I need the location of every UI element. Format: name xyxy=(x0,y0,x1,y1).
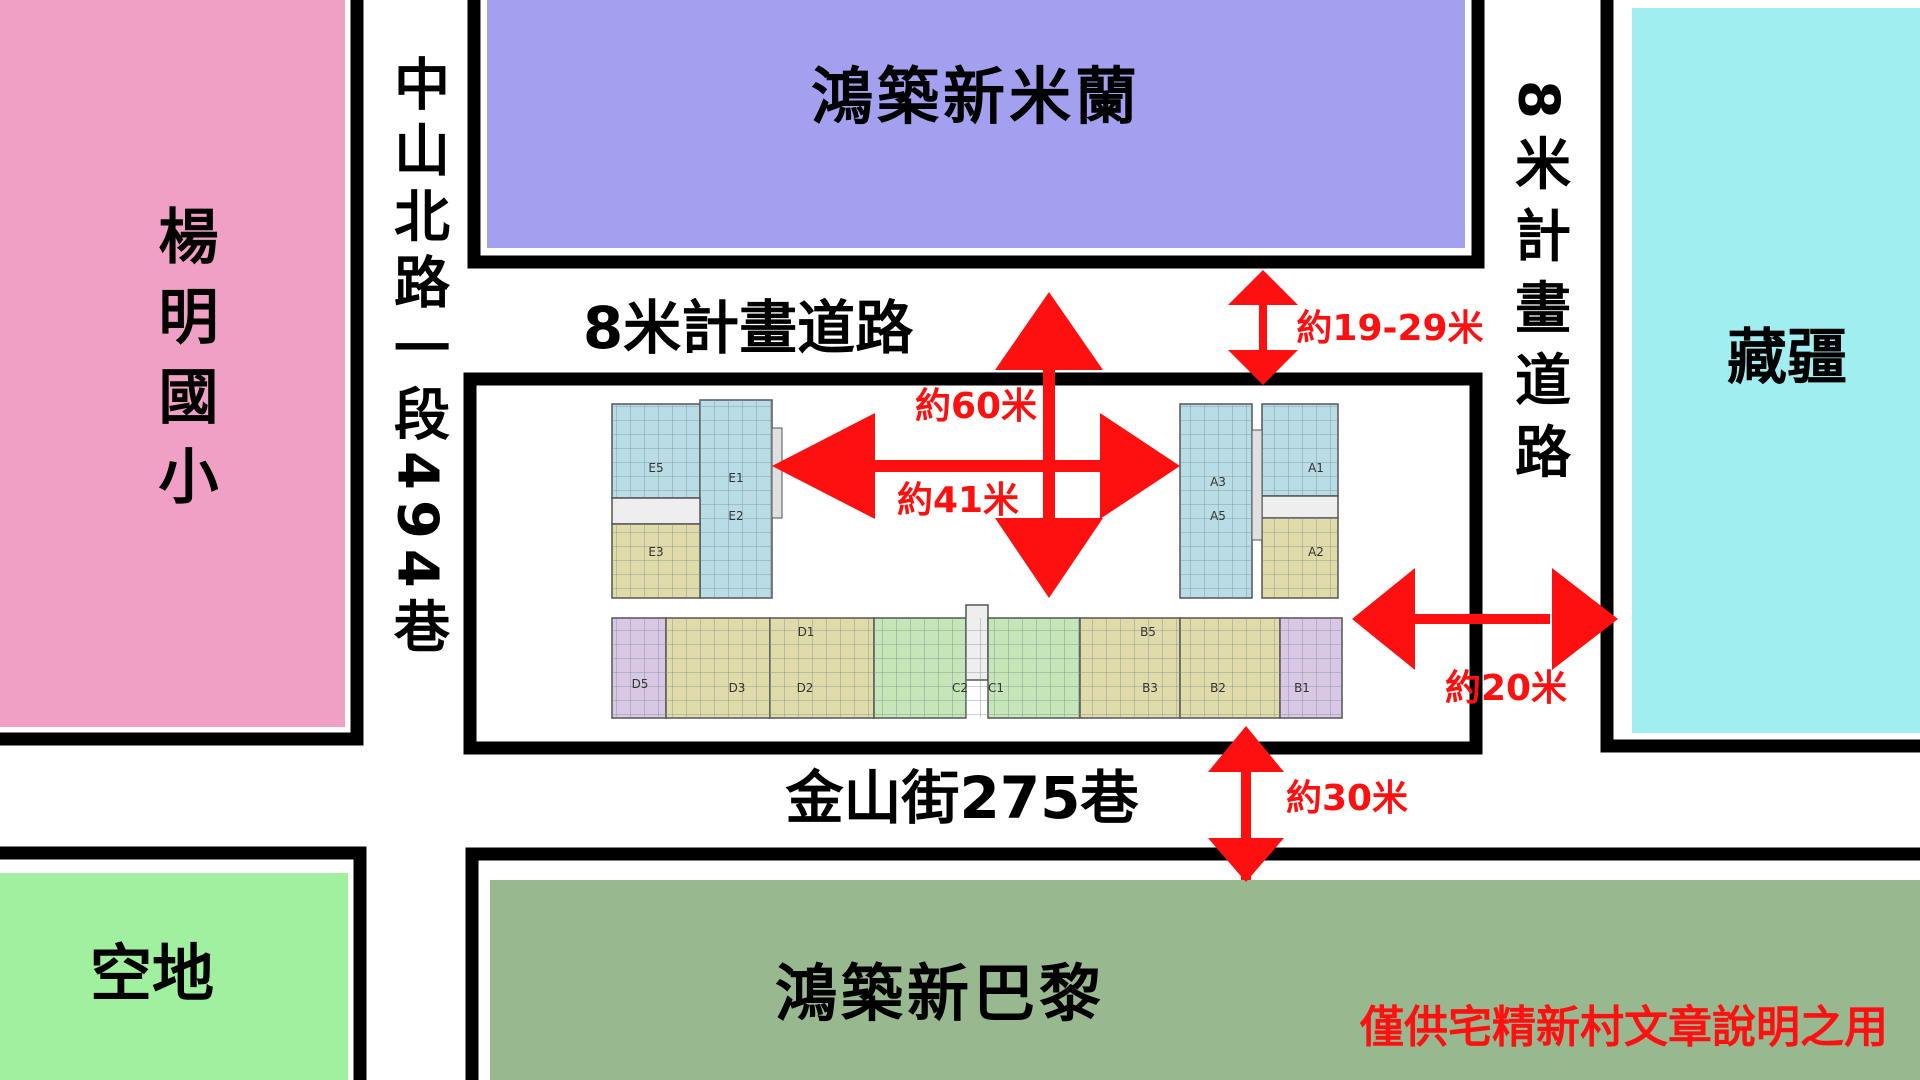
floor-plan: E5 E1 E2 E3 A3 A1 A5 A2 xyxy=(611,399,1343,719)
north-development-label: 鴻築新米蘭 xyxy=(811,60,1141,133)
unit-label: D1 xyxy=(798,625,815,639)
block-school: 楊明國小 xyxy=(0,0,345,727)
unit-label: B3 xyxy=(1142,681,1158,695)
school-area xyxy=(0,0,345,727)
unit-label: C2 xyxy=(952,681,968,695)
curb-west-top xyxy=(0,0,364,746)
horizontal-span-label: 約41米 xyxy=(897,480,1019,521)
unit-label: E1 xyxy=(728,471,743,485)
unit-label: A5 xyxy=(1210,509,1226,523)
unit-label: B1 xyxy=(1294,681,1310,695)
north-road-label: 8米計畫道路 xyxy=(583,294,914,362)
curb-site xyxy=(463,372,1483,755)
block-vacant-lot: 空地 xyxy=(0,873,348,1080)
unit-label: A1 xyxy=(1308,461,1324,475)
east-block-label: 藏疆 xyxy=(1727,323,1847,393)
vacant-lot-area xyxy=(0,873,348,1080)
unit-label: D2 xyxy=(797,681,814,695)
west-tower: E5 E1 E2 E3 xyxy=(611,399,783,599)
unit-label: A2 xyxy=(1308,545,1324,559)
east-block-area xyxy=(1632,8,1920,733)
unit-label: D3 xyxy=(729,681,746,695)
south-development-area xyxy=(490,880,1920,1080)
disclaimer: 僅供宅精新村文章說明之用 xyxy=(1359,1002,1888,1053)
south-road-label: 金山街275巷 xyxy=(785,764,1139,832)
unit-label: E3 xyxy=(648,545,663,559)
arrow-horizontal-span xyxy=(772,413,1180,519)
unit-label: C1 xyxy=(988,681,1004,695)
north-development-area xyxy=(487,0,1465,248)
east-tower: A3 A1 A5 A2 xyxy=(1179,403,1339,599)
unit-label: B2 xyxy=(1210,681,1226,695)
school-label: 楊明國小 xyxy=(148,205,218,525)
block-east: 藏疆 xyxy=(1632,8,1920,733)
arrow-south-gap xyxy=(1208,726,1284,882)
unit-label: D5 xyxy=(632,677,649,691)
east-road-label: 8米計畫道路 xyxy=(1506,80,1571,495)
arrow-vertical-span xyxy=(995,292,1103,598)
north-gap-label: 約19-29米 xyxy=(1296,308,1483,349)
south-development-label: 鴻築新巴黎 xyxy=(775,957,1105,1030)
arrow-north-gap xyxy=(1228,270,1298,385)
south-gap-label: 約30米 xyxy=(1286,778,1408,819)
vacant-lot-label: 空地 xyxy=(90,937,214,1010)
curb-west-bottom xyxy=(0,846,367,1080)
curb-north-block xyxy=(467,0,1485,269)
unit-label: E2 xyxy=(728,509,743,523)
east-gap-label: 約20米 xyxy=(1445,668,1567,709)
curb-south xyxy=(465,847,1920,1080)
distance-arrows xyxy=(772,270,1618,882)
unit-label: A3 xyxy=(1210,475,1226,489)
vertical-span-label: 約60米 xyxy=(915,386,1037,427)
arrow-east-gap xyxy=(1352,568,1618,670)
block-south-development: 鴻築新巴黎 xyxy=(490,880,1920,1080)
block-north-development: 鴻築新米蘭 xyxy=(487,0,1465,248)
unit-label: E5 xyxy=(648,461,663,475)
bar-building: D5 D3 D2 D1 C2 C1 B5 B3 B2 B1 xyxy=(611,604,1343,719)
unit-label: B5 xyxy=(1140,625,1156,639)
west-road-label: 中山北路一段494巷 xyxy=(385,55,450,664)
curb-east xyxy=(1600,0,1920,753)
